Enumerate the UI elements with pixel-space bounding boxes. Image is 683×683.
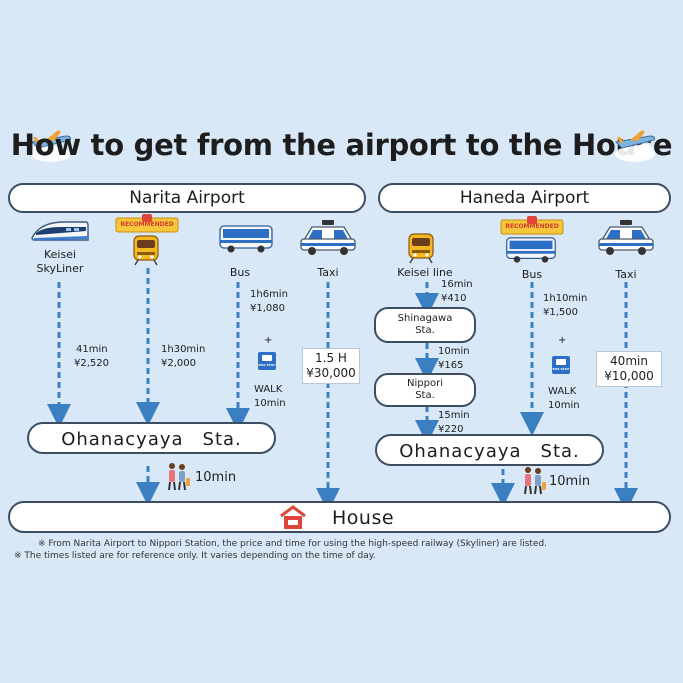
note-2: ※ The times listed are for reference onl… — [14, 551, 376, 561]
bus-stop-icon: BUS STOP — [258, 352, 276, 370]
walking-people-icon — [524, 467, 546, 495]
yellow-train-icon — [408, 233, 434, 264]
skyliner-time: 41min — [76, 344, 108, 355]
seg2-time: 10min — [438, 346, 470, 357]
seg3-price: ¥220 — [438, 424, 464, 435]
walk-label: WALK — [254, 384, 283, 395]
skyliner-price: ¥2,520 — [74, 358, 109, 369]
thumbs-up-icon — [500, 216, 564, 235]
narita-header: Narita Airport — [8, 183, 366, 213]
walking-people-icon — [168, 463, 190, 491]
plus-sign: + — [558, 335, 567, 346]
keisei-label: Keisei line — [397, 266, 453, 279]
recommended-badge: RECOMMENDED — [499, 216, 565, 236]
walk-time: 10min — [254, 398, 286, 409]
taxi-label: Taxi — [615, 268, 637, 281]
bus-time: 1h6min — [250, 289, 288, 300]
skyliner-label: Keisei SkyLiner — [36, 248, 84, 275]
bus-label: Bus — [229, 266, 251, 279]
bus-icon — [506, 237, 556, 263]
plus-sign: + — [264, 335, 273, 346]
taxi-icon — [598, 220, 654, 255]
house-destination: House — [8, 501, 671, 533]
thumbs-up-icon — [115, 214, 179, 233]
airplane-icon — [614, 130, 655, 162]
airplane-icon — [30, 130, 71, 162]
bus-icon — [219, 225, 273, 253]
keisei-price: ¥410 — [441, 293, 467, 304]
taxi-info-box: 40min ¥10,000 — [596, 351, 662, 387]
train-time: 1h30min — [161, 344, 206, 355]
yellow-train-icon — [133, 235, 159, 266]
taxi-info-box: 1.5 H ¥30,000 — [302, 348, 360, 384]
shinagawa-station: Shinagawa Sta. — [374, 307, 476, 343]
haneda-final-walk: 10min — [549, 474, 591, 489]
taxi-icon — [300, 220, 356, 255]
house-icon — [280, 505, 306, 529]
walk-time: 10min — [548, 400, 580, 411]
bus-price: ¥1,080 — [250, 303, 285, 314]
bus-time: 1h10min — [543, 293, 588, 304]
haneda-header: Haneda Airport — [378, 183, 671, 213]
page-title: How to get from the airport to the House — [10, 128, 673, 162]
bus-stop-icon: BUS STOP — [552, 356, 570, 374]
seg2-price: ¥165 — [438, 360, 464, 371]
narita-station: Ohanacyaya Sta. — [27, 422, 276, 454]
taxi-label: Taxi — [317, 266, 339, 279]
keisei-time: 16min — [441, 279, 473, 290]
nippori-station: Nippori Sta. — [374, 373, 476, 407]
haneda-station: Ohanacyaya Sta. — [375, 434, 604, 466]
bus-label: Bus — [521, 268, 543, 281]
train-price: ¥2,000 — [161, 358, 196, 369]
narita-final-walk: 10min — [195, 470, 237, 485]
bus-price: ¥1,500 — [543, 307, 578, 318]
recommended-badge: RECOMMENDED — [114, 214, 180, 234]
skyliner-train-icon — [31, 221, 89, 241]
walk-label: WALK — [548, 386, 577, 397]
note-1: ※ From Narita Airport to Nippori Station… — [38, 539, 548, 549]
seg3-time: 15min — [438, 410, 470, 421]
